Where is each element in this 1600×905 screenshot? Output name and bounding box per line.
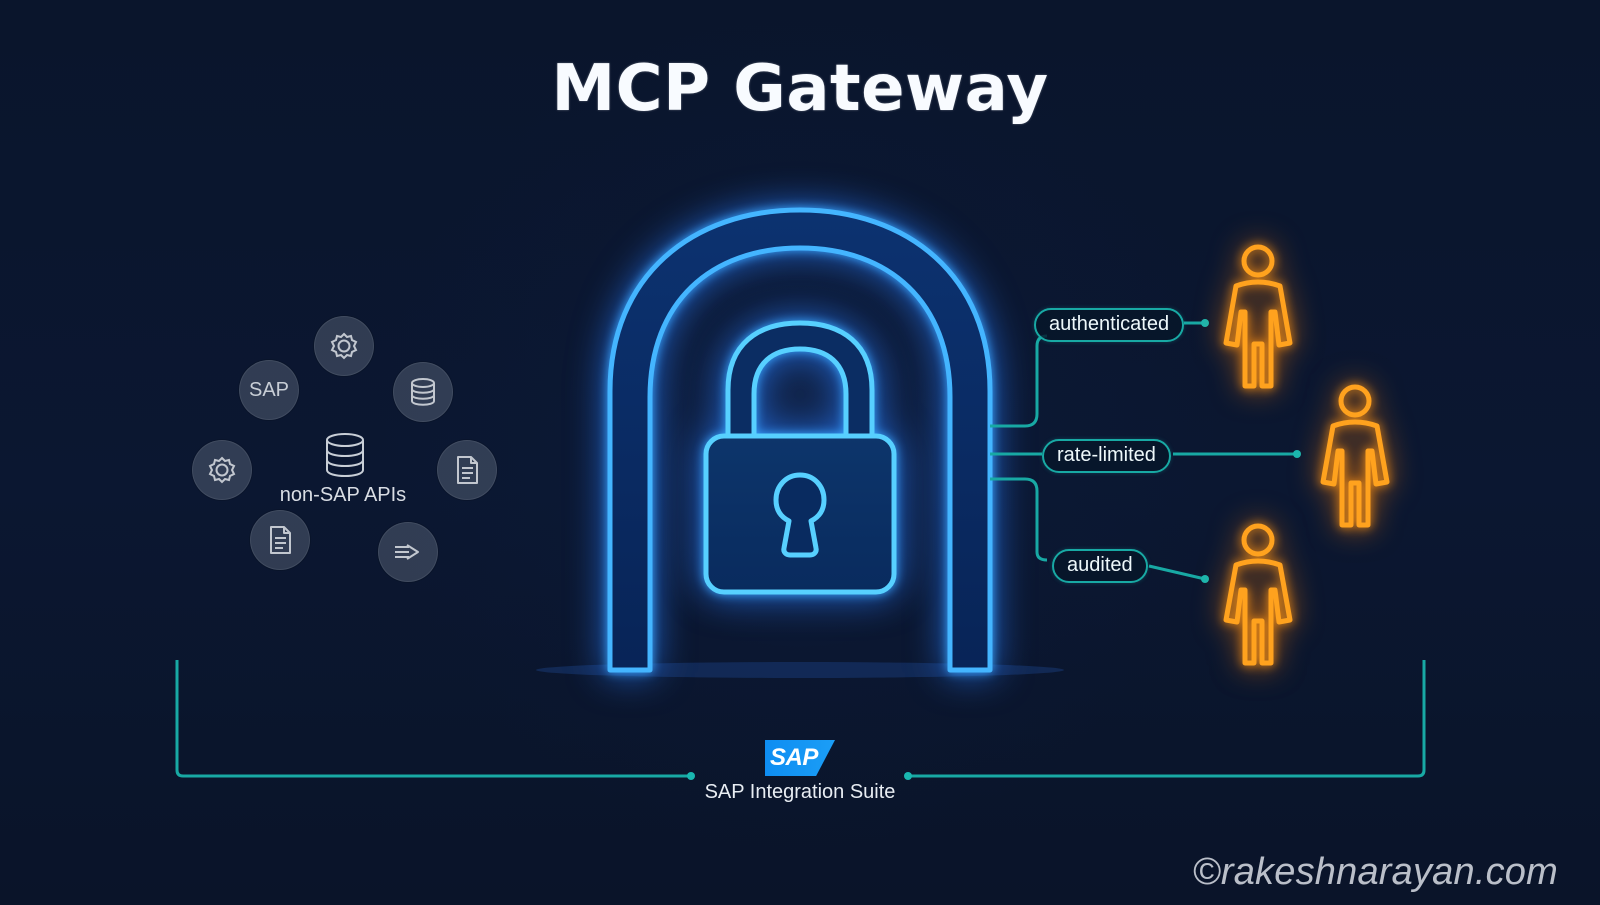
- watermark: ©rakeshnarayan.com: [1192, 851, 1558, 893]
- transfer-arrow-icon: [378, 522, 438, 582]
- document-icon-glyph: [457, 456, 478, 484]
- document-icon: [250, 510, 310, 570]
- non-sap-apis-label: non-SAP APIs: [279, 484, 407, 506]
- diagram-title: MCP Gateway: [551, 52, 1049, 126]
- database-icon-glyph: [411, 378, 435, 406]
- gear-icon: [192, 440, 252, 500]
- authenticated-connector: [990, 334, 1048, 428]
- padlock-icon: [703, 320, 897, 595]
- person-icon-bottom: [1223, 523, 1293, 666]
- sap-badge-text: SAP: [248, 378, 290, 401]
- document-icon: [437, 440, 497, 500]
- bottom-left-connector-node: [687, 772, 695, 780]
- gear-icon-glyph-secondary: [208, 456, 236, 484]
- gateway-arch: [607, 207, 993, 673]
- rate-limited-tag: rate-limited: [1042, 439, 1171, 473]
- sap-badge-icon: SAP: [239, 360, 299, 420]
- audited-right-connector: [1148, 564, 1206, 581]
- authenticated-tag: authenticated: [1034, 308, 1185, 342]
- audited-tag: audited: [1052, 549, 1148, 583]
- bottom-right-connector: [908, 660, 1426, 778]
- audited-node: [1201, 575, 1209, 583]
- gear-icon-glyph: [330, 332, 358, 360]
- gear-icon: [314, 316, 374, 376]
- person-icon-top: [1223, 244, 1293, 389]
- bottom-right-connector-node: [904, 772, 912, 780]
- sap-integration-suite-label: SAP Integration Suite: [704, 781, 896, 803]
- rate-limited-node: [1293, 450, 1301, 458]
- sap-logo: SAP: [765, 740, 835, 776]
- database-icon: [326, 433, 364, 477]
- gateway-floor-glow: [536, 662, 1064, 678]
- authenticated-node: [1201, 319, 1209, 327]
- bottom-left-connector: [175, 660, 690, 778]
- person-icon-middle: [1320, 384, 1390, 528]
- document-icon-glyph-secondary: [270, 526, 291, 554]
- audited-connector: [990, 477, 1048, 562]
- transfer-arrow-icon-glyph: [395, 544, 419, 560]
- database-icon: [393, 362, 453, 422]
